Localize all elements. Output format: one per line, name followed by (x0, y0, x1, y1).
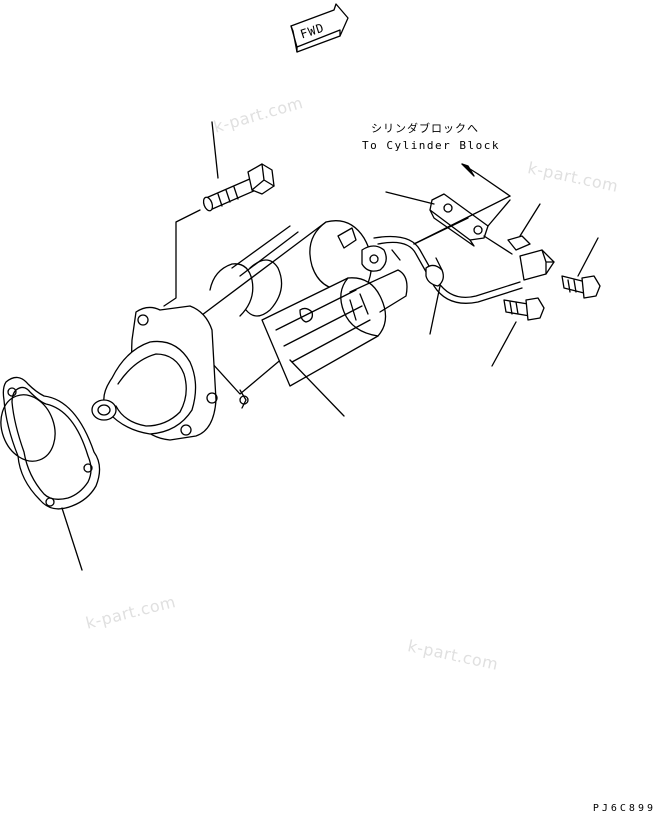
wire-connector (507, 235, 555, 281)
bolt-bracket-line (163, 209, 201, 307)
fwd-arrow-icon (290, 3, 349, 53)
bolt2-leader-line (577, 237, 599, 277)
connector-leader-line (519, 203, 541, 237)
direction-note-japanese: シリンダブロックへ (371, 122, 479, 135)
harness-bolt-2 (561, 275, 601, 299)
clip-to-harness-line (483, 199, 513, 255)
direction-guide (413, 163, 511, 245)
harness-clip-guide (435, 257, 443, 271)
clip-bracket (429, 193, 489, 247)
figure-code: PJ6C899 (592, 803, 656, 814)
gasket-leader-line (61, 507, 83, 571)
starter-leader-line (289, 359, 345, 417)
clip-leader-line (385, 191, 435, 205)
harness-clip-leader-line (429, 285, 441, 335)
wiring-harness (373, 235, 523, 304)
mounting-bolt (202, 163, 275, 212)
harness-bolt-1 (503, 297, 545, 321)
gasket (0, 376, 101, 510)
bolt1-leader-line (491, 321, 517, 367)
starter-motor (91, 220, 408, 441)
direction-note-english: To Cylinder Block (361, 139, 501, 152)
bolt-leader-line (211, 121, 219, 179)
